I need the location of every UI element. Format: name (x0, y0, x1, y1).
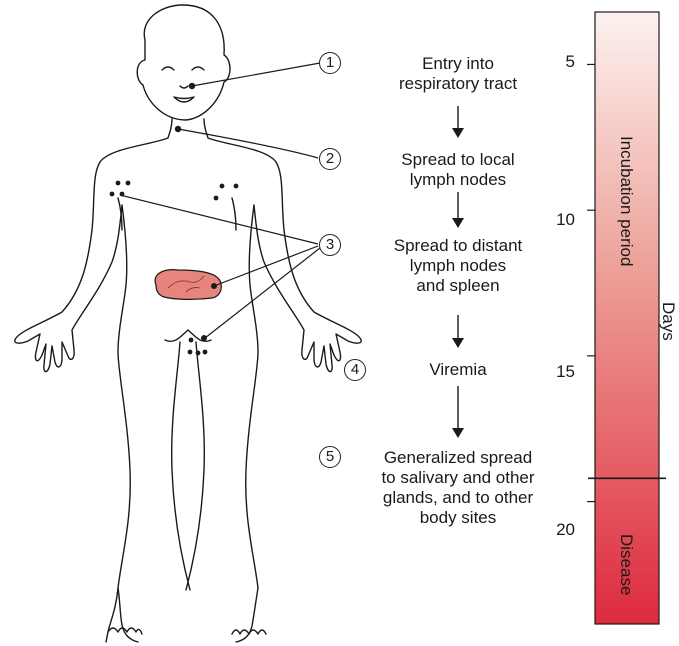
marker-4: 4 (344, 359, 366, 381)
disease-label: Disease (616, 534, 636, 595)
tick-marks (587, 64, 595, 501)
marker-2: 2 (319, 148, 341, 170)
step-1-label: Entry into respiratory tract (368, 54, 548, 94)
tick-label-10: 10 (535, 210, 575, 230)
step-5-line-3: glands, and to other (362, 488, 554, 508)
step-5-line-2: to salivary and other (362, 468, 554, 488)
step-5-line-1: Generalized spread (362, 448, 554, 468)
mouth (174, 97, 194, 102)
incubation-period-label: Incubation period (616, 136, 636, 266)
step-3-line-3: and spleen (368, 276, 548, 296)
step-4-line-1: Viremia (368, 360, 548, 380)
step-2-line-2: lymph nodes (368, 170, 548, 190)
step-5-label: Generalized spread to salivary and other… (362, 448, 554, 528)
days-axis-label: Days (658, 302, 678, 341)
nose (180, 86, 188, 88)
step-2-line-1: Spread to local (368, 150, 548, 170)
step-5-line-4: body sites (362, 508, 554, 528)
eyes (162, 67, 204, 70)
inner-legs (172, 342, 205, 590)
timeline (587, 12, 666, 624)
leader-lines (120, 63, 320, 340)
lymph-node-dots (110, 181, 239, 356)
right-armpit (232, 198, 236, 230)
body-outline (15, 5, 362, 642)
step-3-line-2: lymph nodes (368, 256, 548, 276)
step-1-line-2: respiratory tract (368, 74, 548, 94)
marker-1: 1 (319, 52, 341, 74)
step-1-line-1: Entry into (368, 54, 548, 74)
tick-label-20: 20 (535, 520, 575, 540)
head-outline (137, 5, 230, 120)
step-3-line-1: Spread to distant (368, 236, 548, 256)
tick-label-15: 15 (535, 362, 575, 382)
tick-label-5: 5 (535, 52, 575, 72)
step-3-label: Spread to distant lymph nodes and spleen (368, 236, 548, 296)
step-2-label: Spread to local lymph nodes (368, 150, 548, 190)
step-4-label: Viremia (368, 360, 548, 380)
marker-3: 3 (319, 234, 341, 256)
timeline-bar (595, 12, 659, 624)
body-silhouette (15, 119, 362, 642)
marker-5: 5 (319, 446, 341, 468)
